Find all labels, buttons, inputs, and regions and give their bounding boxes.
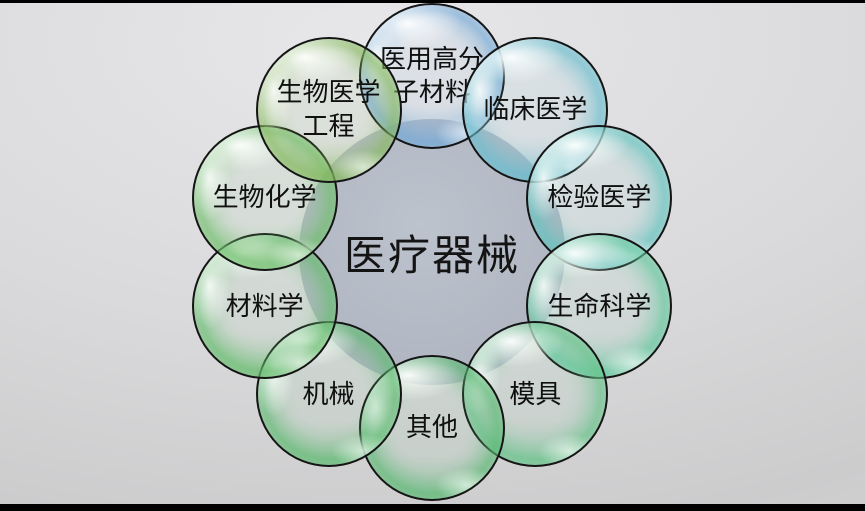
bubble-label: 模具	[509, 378, 561, 411]
bubble-label-line: 生命科学	[547, 290, 652, 321]
bubble-label: 其他	[406, 411, 458, 444]
bubble-biomedical-engineering: 生物医学工程	[255, 36, 402, 183]
bubble-label-line: 模具	[509, 378, 562, 409]
bubble-label-line: 医用高分	[379, 43, 484, 74]
bubble-label: 临床医学	[483, 93, 587, 126]
bubble-label-line: 机械	[302, 378, 355, 409]
bubble-label-line: 材料学	[225, 290, 304, 321]
bubble-label: 生物化学	[213, 181, 317, 214]
bubble-label: 检验医学	[547, 181, 651, 214]
center-label: 医疗器械	[343, 231, 520, 279]
bubble-laboratory-medicine: 检验医学	[526, 124, 673, 271]
bubble-label-line: 其他	[405, 412, 458, 443]
bottom-frame-bar	[0, 504, 865, 511]
bubble-label-line: 工程	[302, 110, 355, 141]
bubble-label-line: 生物化学	[212, 181, 317, 212]
bubble-label-line: 子材料	[392, 77, 471, 107]
bubble-label: 机械	[303, 378, 355, 411]
top-frame-bar	[0, 0, 865, 3]
bubble-clinical-medicine: 临床医学	[462, 36, 609, 183]
bubble-label-line: 生物医学	[276, 77, 381, 108]
bubble-label-line: 检验医学	[547, 181, 652, 212]
bubble-life-science: 生命科学	[526, 233, 673, 380]
bubble-label: 生物医学工程	[277, 76, 381, 143]
bubble-label: 材料学	[226, 290, 304, 323]
bubble-label: 医用高分子材料	[380, 43, 484, 110]
bubble-label: 生命科学	[547, 290, 651, 323]
bubble-label-line: 临床医学	[483, 93, 588, 124]
